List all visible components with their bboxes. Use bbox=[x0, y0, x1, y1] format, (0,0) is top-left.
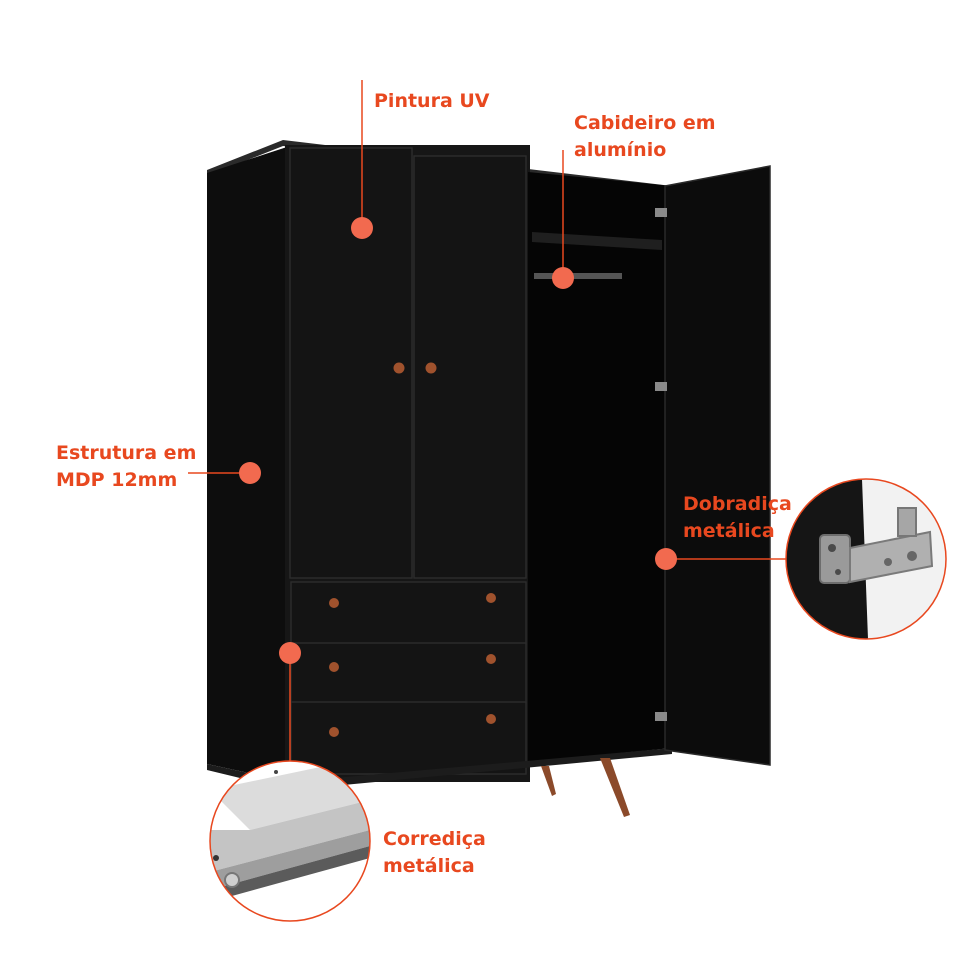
callout-text: Corrediça bbox=[383, 828, 486, 850]
callout-dot-pintura bbox=[351, 217, 373, 239]
drawer-knob bbox=[486, 714, 496, 724]
leg bbox=[600, 758, 630, 817]
callout-label-cabideiro: Cabideiro em alumínio bbox=[574, 110, 716, 164]
hinge-detail-inset bbox=[786, 479, 946, 639]
slide-inset-border bbox=[209, 760, 371, 922]
callout-text: alumínio bbox=[574, 139, 667, 161]
drawer-knob bbox=[329, 662, 339, 672]
wardrobe-interior bbox=[528, 172, 672, 762]
interior-shelf bbox=[532, 232, 662, 250]
callout-dots bbox=[239, 217, 677, 664]
drawer-knob bbox=[329, 598, 339, 608]
hinge bbox=[655, 382, 667, 391]
left-door bbox=[289, 147, 413, 579]
callout-dot-dobradica bbox=[655, 548, 677, 570]
callout-text: Dobradiça bbox=[683, 493, 792, 515]
wardrobe bbox=[207, 140, 771, 817]
callout-label-pintura: Pintura UV bbox=[374, 88, 490, 115]
callout-dot-cabideiro bbox=[552, 267, 574, 289]
slide-detail-inset bbox=[210, 761, 370, 921]
callout-label-dobradica: Dobradiça metálica bbox=[683, 491, 792, 545]
drawer-knob bbox=[486, 654, 496, 664]
hanging-rod bbox=[534, 273, 622, 279]
callout-text: metálica bbox=[383, 855, 475, 877]
callout-text: Pintura UV bbox=[374, 90, 490, 112]
callout-text: Estrutura em bbox=[56, 442, 197, 464]
callout-dot-estrutura bbox=[239, 462, 261, 484]
hinge-inset-border bbox=[785, 478, 947, 640]
callout-label-estrutura: Estrutura em MDP 12mm bbox=[56, 440, 196, 494]
open-door bbox=[664, 165, 771, 766]
callout-text: MDP 12mm bbox=[56, 469, 178, 491]
door-knob bbox=[393, 362, 405, 374]
callout-text: metálica bbox=[683, 520, 775, 542]
drawer-knob bbox=[329, 727, 339, 737]
door-knob bbox=[425, 362, 437, 374]
drawer-1 bbox=[290, 581, 527, 645]
callout-label-corredica: Corrediça metálica bbox=[383, 826, 486, 880]
callout-text: Cabideiro em bbox=[574, 112, 716, 134]
drawer-knob bbox=[486, 593, 496, 603]
drawer-3 bbox=[290, 701, 527, 775]
drawer-2 bbox=[290, 642, 527, 704]
hinge bbox=[655, 208, 667, 217]
hinge bbox=[655, 712, 667, 721]
callout-dot-corredica bbox=[279, 642, 301, 664]
leg bbox=[541, 766, 556, 796]
